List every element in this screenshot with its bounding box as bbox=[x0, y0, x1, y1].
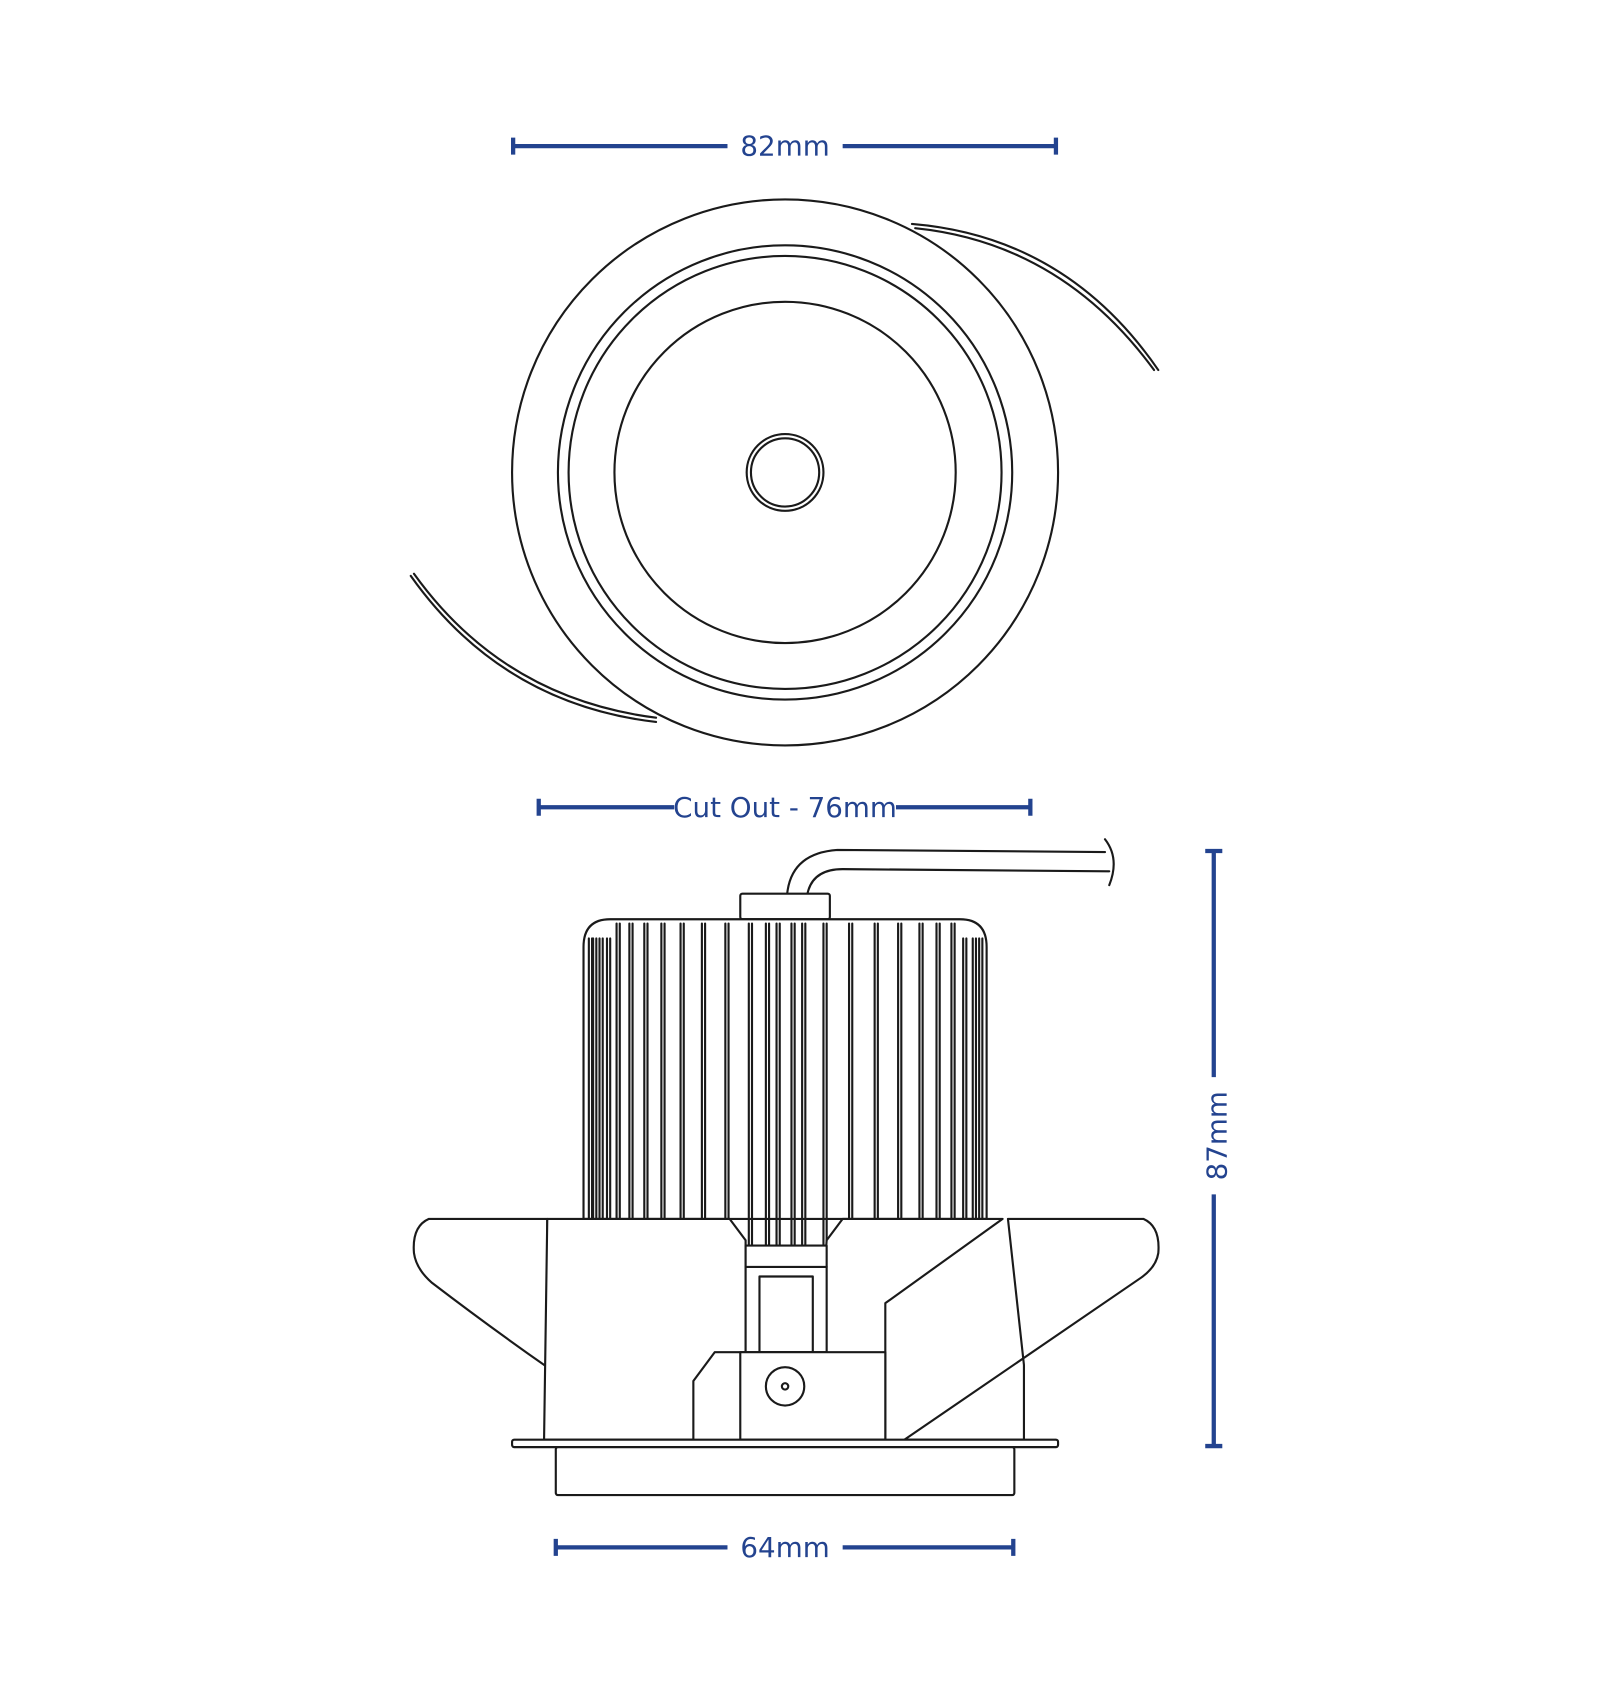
left-spring-wing bbox=[412, 1217, 549, 1369]
side-view bbox=[412, 838, 1160, 1497]
led-lens-inner bbox=[749, 437, 821, 508]
center-column bbox=[744, 1244, 828, 1354]
dimension-label-82mm: 82mm bbox=[740, 130, 829, 163]
dimension-64mm: 64mm bbox=[553, 1531, 1016, 1564]
spring-clip-right bbox=[910, 222, 1160, 372]
trim-plate bbox=[511, 1438, 1060, 1449]
dimension-cut-out: Cut Out - 76mm bbox=[536, 791, 1033, 824]
heatsink-fins bbox=[587, 922, 984, 1247]
dimension-label-64mm: 64mm bbox=[740, 1531, 829, 1564]
reflector-ring-outer bbox=[556, 244, 1014, 701]
reflector-base bbox=[613, 300, 957, 645]
body-left bbox=[542, 1217, 747, 1441]
tilt-pivot-dot bbox=[780, 1382, 790, 1391]
dimension-82mm: 82mm bbox=[511, 130, 1059, 163]
reflector-ring-inner bbox=[567, 254, 1003, 690]
cable-gland bbox=[739, 892, 831, 921]
cable bbox=[786, 838, 1115, 895]
bezel bbox=[554, 1446, 1016, 1497]
right-spring-wing bbox=[903, 1217, 1160, 1441]
top-view bbox=[409, 198, 1160, 747]
dimension-label-cut-out: Cut Out - 76mm bbox=[673, 791, 897, 824]
spring-clip-left bbox=[409, 572, 658, 724]
dimension-87mm: 87mm bbox=[1201, 848, 1234, 1449]
tilt-pivot-block bbox=[739, 1351, 887, 1441]
dimension-label-87mm: 87mm bbox=[1201, 1091, 1234, 1180]
tilt-pivot-screw bbox=[764, 1366, 806, 1407]
outer-trim bbox=[511, 198, 1060, 747]
led-lens-outer bbox=[745, 432, 825, 512]
